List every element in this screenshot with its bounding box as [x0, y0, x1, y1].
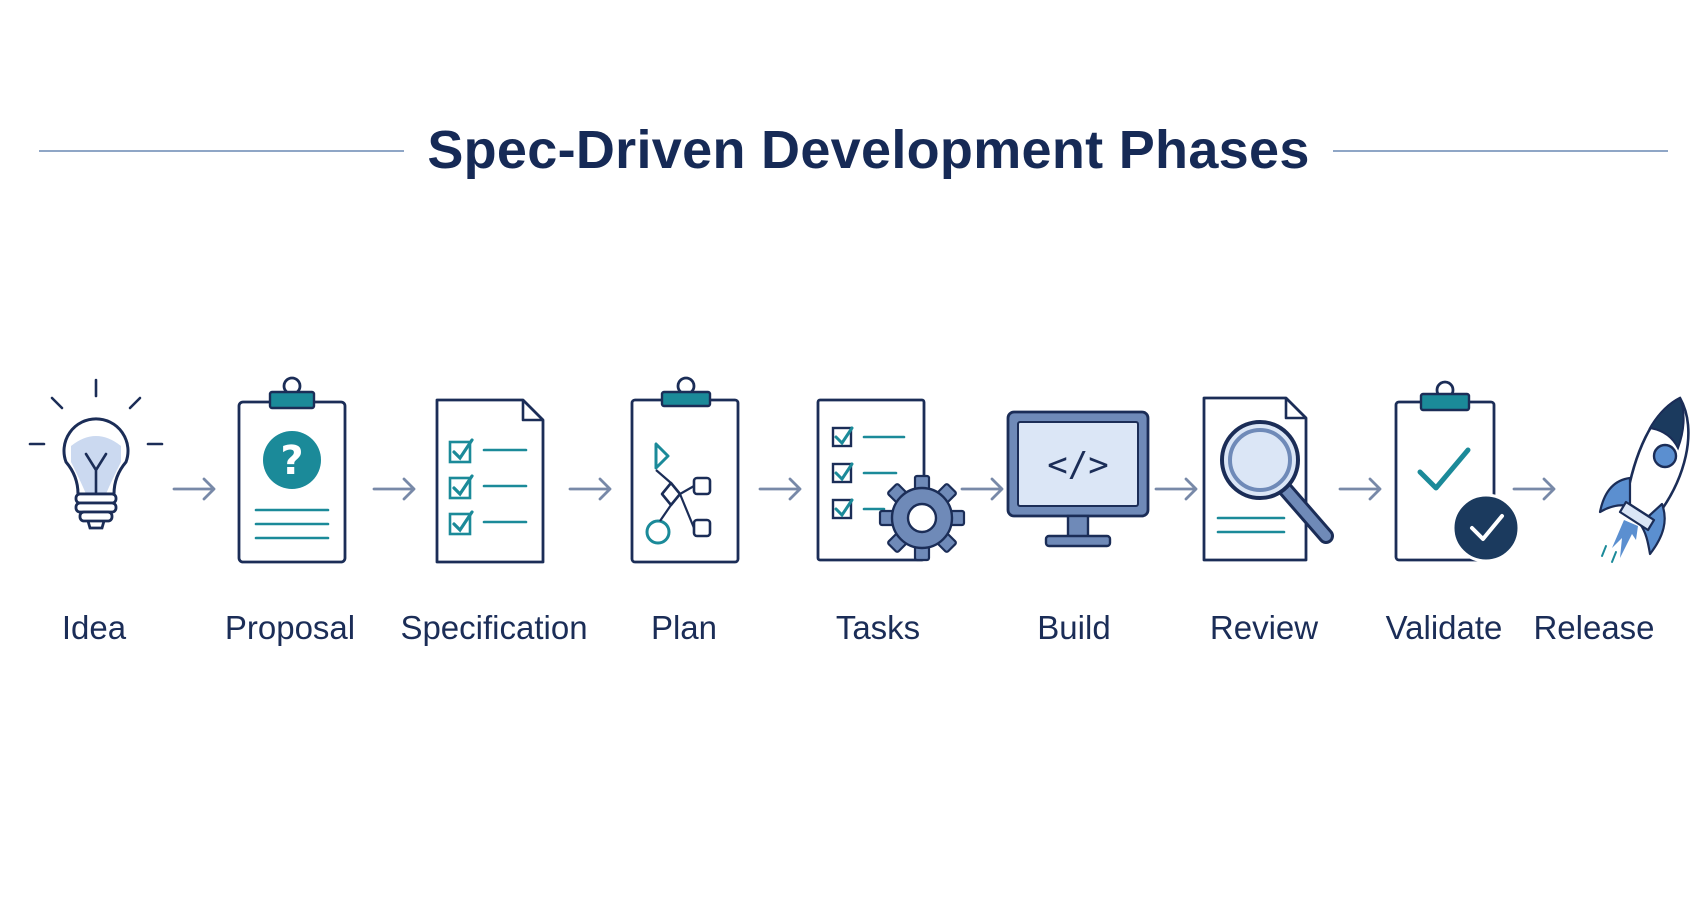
arrow-right-icon: [172, 473, 218, 505]
phase-label-tasks: Tasks: [835, 609, 921, 646]
arrow-right-icon: [758, 473, 804, 505]
phase-label-build: Build: [1037, 609, 1111, 646]
arrow-right-icon: [1338, 473, 1384, 505]
clipboard-flowchart-icon: [616, 370, 756, 570]
title-rule-right: [1333, 150, 1668, 152]
arrow-right-icon: [960, 473, 1006, 505]
arrow-right-icon: [1512, 473, 1558, 505]
phase-label-specification: Specification: [400, 609, 588, 646]
title-rule-left: [39, 150, 404, 152]
clipboard-question-icon: ?: [222, 370, 362, 570]
title-row: Spec-Driven Development Phases: [0, 110, 1704, 190]
phase-label-plan: Plan: [650, 609, 718, 646]
clipboard-check-icon: [1392, 370, 1532, 570]
document-magnifier-icon: [1202, 370, 1344, 570]
arrow-right-icon: [372, 473, 418, 505]
phase-label-idea: Idea: [61, 609, 127, 646]
phase-label-proposal: Proposal: [224, 609, 356, 646]
checklist-document-icon: [420, 370, 560, 570]
svg-text:?: ?: [280, 438, 303, 484]
rocket-icon: [1558, 370, 1698, 570]
phase-label-review: Review: [1209, 609, 1319, 646]
task-list-gear-icon: [816, 370, 966, 570]
svg-text:</>: </>: [1047, 445, 1108, 485]
monitor-code-icon: </>: [1006, 370, 1150, 570]
phase-label-release: Release: [1533, 609, 1655, 646]
diagram-title: Spec-Driven Development Phases: [427, 120, 1310, 180]
arrow-right-icon: [568, 473, 614, 505]
arrow-right-icon: [1154, 473, 1200, 505]
lightbulb-icon: [26, 370, 166, 570]
phase-label-validate: Validate: [1385, 609, 1503, 646]
